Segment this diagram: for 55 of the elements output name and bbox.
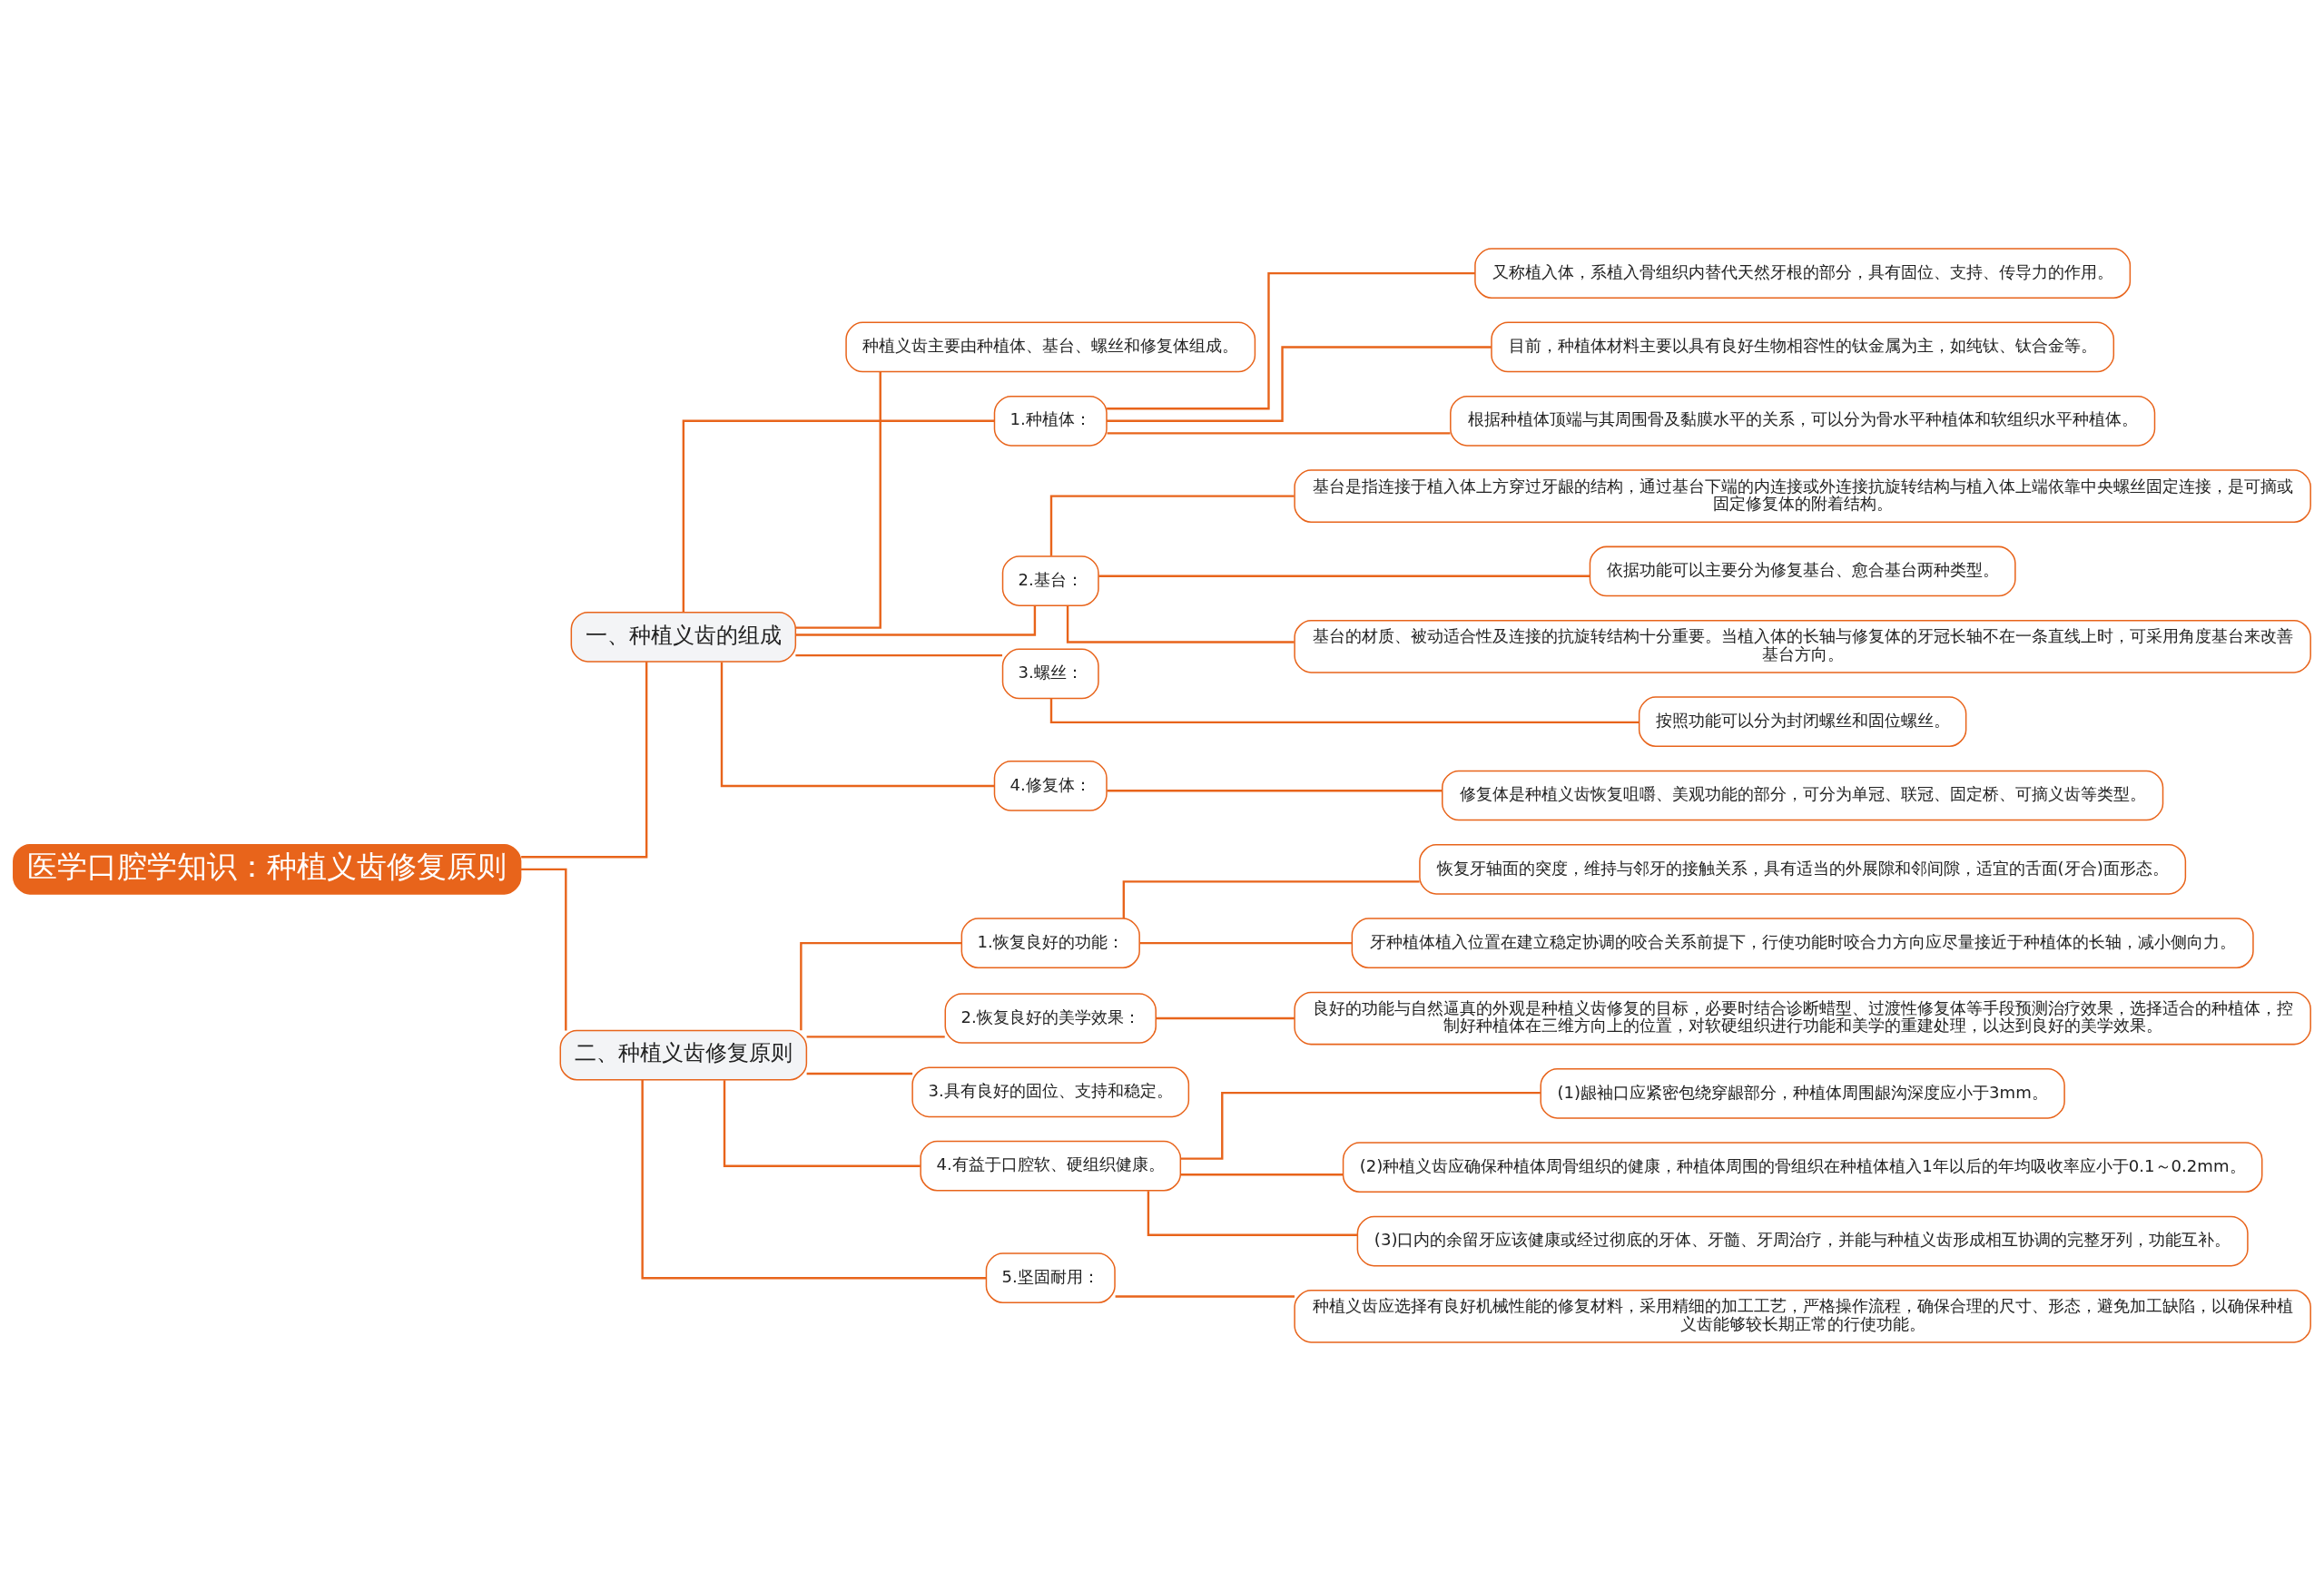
node-box: 种植义齿主要由种植体、基台、螺丝和修复体组成。 [845,321,1256,373]
node-box: 一、种植义齿的组成 [570,611,797,663]
connector [795,605,1037,636]
connector [641,1079,986,1280]
node-box: (3)口内的余留牙应该健康或经过彻底的牙体、牙髓、牙周治疗，并能与种植义齿形成相互协调的完整牙列，功能互补。 [1356,1215,2249,1267]
node-box: 良好的功能与自然逼真的外观是种植义齿修复的目标，必要时结合诊断蜡型、过渡性修复体等手段预测治疗效果，选择适合的种植体，控制好种植体在三维方向上的位置，对软硬组织进行功能和美学的重建处理，以达到良好的美学效果。 [1294,991,2311,1046]
connector [1156,1016,1295,1020]
connector [521,868,567,1031]
connector [1107,790,1443,792]
node-box: (2)种植义齿应确保种植体周骨组织的健康，种植体周围的骨组织在种植体植入1年以后的年均吸收率应小于0.1～0.2mm。 [1342,1142,2263,1193]
connector [1098,575,1590,577]
connector [1122,880,1420,918]
node-box: 种植义齿应选择有良好机械性能的修复材料，采用精细的加工工艺，严格操作流程，确保合理的尺寸、形态，避免加工缺陷，以确保种植义齿能够较长期正常的行使功能。 [1294,1290,2311,1343]
node-box: 1.恢复良好的功能： [960,918,1140,969]
node-box: 基台的材质、被动适合性及连接的抗旋转结构十分重要。当植入体的长轴与修复体的牙冠长轴不在一条直线上时，可采用角度基台来改善基台方向。 [1294,619,2311,673]
connector [682,419,995,613]
connector [1139,941,1353,945]
node-box: 1.种植体： [993,395,1108,447]
connector [1049,698,1640,724]
node-box: 根据种植体顶端与其周围骨及黏膜水平的关系，可以分为骨水平种植体和软组织水平种植体。 [1450,395,2156,447]
connector [795,653,1002,657]
node-box: 2.基台： [1001,555,1099,606]
node-box: 4.修复体： [993,761,1108,811]
node-box: 医学口腔学知识：种植义齿修复原则 [13,843,522,895]
connector [1180,1091,1541,1160]
connector [1049,495,1295,556]
node-box: 3.螺丝： [1001,648,1099,700]
connector [521,662,648,859]
node-box: 又称植入体，系植入骨组织内替代天然牙根的部分，具有固位、支持、传导力的作用。 [1474,248,2132,299]
connector [800,941,962,1031]
node-box: 依据功能可以主要分为修复基台、愈合基台两种类型。 [1589,545,2016,597]
node-box: 恢复牙轴面的突度，维持与邻牙的接触关系，具有适当的外展隙和邻间隙，适宜的舌面(牙合)面形态。 [1419,843,2187,895]
node-box: 5.坚固耐用： [985,1252,1116,1304]
connector [795,371,881,629]
node-box: 4.有益于口腔软、硬组织健康。 [920,1140,1182,1192]
node-box: 牙种植体植入位置在建立稳定协调的咬合关系前提下，行使功能时咬合力方向应尽量接近于种植体的长轴，减小侧向力。 [1351,918,2254,969]
node-box: 3.具有良好的固位、支持和稳定。 [911,1066,1190,1118]
connector [720,662,995,788]
node-box: 按照功能可以分为封闭螺丝和固位螺丝。 [1638,696,1967,748]
connector [806,1036,945,1038]
connector [1066,605,1295,643]
connector [1115,1295,1295,1298]
node-box: (1)龈袖口应紧密包绕穿龈部分，种植体周围龈沟深度应小于3mm。 [1540,1068,2065,1119]
connector [1147,1191,1357,1236]
connector [1180,1174,1344,1176]
node-box: 目前，种植体材料主要以具有良好生物相容性的钛金属为主，如纯钛、钛合金等。 [1491,321,2115,373]
node-box: 基台是指连接于植入体上方穿过牙龈的结构，通过基台下端的内连接或外连接抗旋转结构与植入体上端依靠中央螺丝固定连接，是可摘或固定修复体的附着结构。 [1294,469,2311,523]
connector [1107,432,1451,435]
connector [806,1072,913,1075]
node-box: 二、种植义齿修复原则 [559,1029,808,1081]
node-box: 修复体是种植义齿恢复咀嚼、美观功能的部分，可分为单冠、联冠、固定桥、可摘义齿等类型。 [1442,770,2164,821]
connector [1107,271,1475,410]
connector [723,1080,921,1167]
connector [1107,346,1492,422]
node-box: 2.恢复良好的美学效果： [944,993,1157,1044]
